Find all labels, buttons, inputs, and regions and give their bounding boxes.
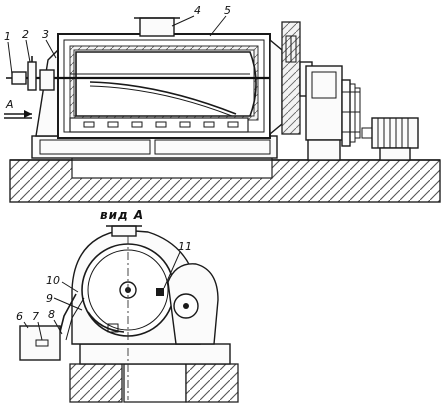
bottom-trough (69, 117, 249, 133)
view-a-title: вид A (100, 208, 144, 222)
v-belt-pulley (341, 79, 361, 147)
end-view-a: вид A (16, 208, 239, 403)
right-end-cover (269, 38, 283, 136)
view-direction-arrow (4, 110, 32, 119)
callout-11: 11 (178, 240, 192, 253)
end-view-foundation-right (185, 363, 239, 403)
loading-nozzle (139, 17, 175, 37)
end-view-foundation-center (123, 363, 187, 403)
callout-4: 4 (194, 4, 201, 17)
side-section-view: 1 2 3 4 5 A (4, 4, 441, 203)
callout-6: 6 (16, 310, 23, 323)
callout-1: 1 (4, 30, 11, 43)
foundation-block (71, 157, 273, 179)
end-view-foundation-left (69, 363, 123, 403)
trough-slots (83, 121, 239, 128)
callout-10: 10 (46, 274, 60, 287)
inner-drum (75, 51, 257, 117)
callout-8: 8 (48, 308, 55, 321)
arrow-label-a: A (5, 98, 14, 111)
callout-5: 5 (224, 4, 231, 17)
inlet-valve-assembly (6, 56, 55, 91)
electric-motor (361, 117, 419, 161)
feed-pipe (89, 81, 237, 115)
gearbox (305, 65, 343, 141)
end-view-nozzle (111, 225, 137, 237)
callout-9: 9 (46, 292, 53, 305)
callout-2: 2 (22, 28, 29, 41)
scraper-knife (87, 311, 125, 333)
callout-7: 7 (32, 310, 39, 323)
callout-3: 3 (42, 28, 49, 41)
component-11 (156, 288, 164, 296)
